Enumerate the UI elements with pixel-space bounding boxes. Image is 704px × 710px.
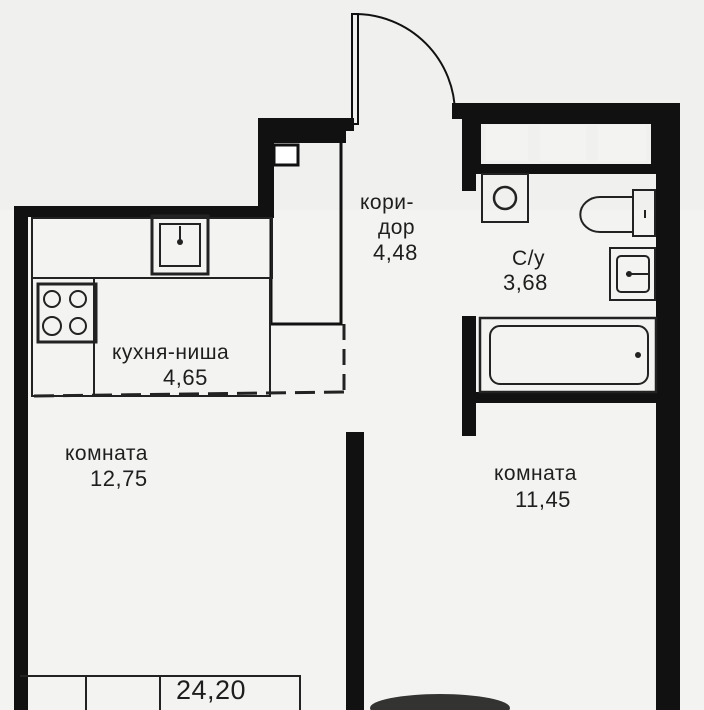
vent-opening: [598, 125, 646, 161]
vent-opening: [486, 125, 528, 161]
door-swing-icon: [351, 13, 456, 125]
kitchen-niche-area: 4,65: [163, 365, 208, 390]
niche-dashed-line: [33, 390, 347, 398]
corridor-name-line2: дор: [378, 216, 416, 239]
wall-corridor-top-left: [258, 118, 354, 131]
bathroom-area: 3,68: [503, 270, 548, 295]
vent-opening: [540, 125, 586, 161]
wall-bath-left-lower: [462, 316, 476, 436]
bathtub-icon: [478, 316, 658, 394]
total-area-box: [20, 675, 301, 710]
obscured-object: [370, 694, 510, 710]
total-area: 24,20: [176, 675, 247, 705]
wall-left-exterior: [14, 206, 28, 710]
stove-icon: [36, 282, 98, 344]
bath-sink-icon: [609, 247, 656, 301]
wall-right-exterior: [656, 103, 680, 710]
wall-partition: [346, 432, 364, 710]
room-right-name: комната: [494, 462, 577, 485]
sink-icon: [150, 214, 210, 276]
vent-frame: [471, 114, 661, 174]
room-left-area: 12,75: [90, 466, 148, 491]
shaft-duct: [272, 143, 300, 167]
washing-machine-icon: [481, 173, 529, 223]
bathroom-name: С/у: [512, 247, 545, 270]
wall-bath-bottom: [470, 392, 660, 403]
room-left-name: комната: [65, 442, 148, 465]
corridor-name-line1: кори-: [360, 191, 415, 214]
kitchen-niche-name: кухня-ниша: [112, 341, 230, 364]
corridor-area: 4,48: [373, 240, 418, 265]
stove-counter: [31, 277, 95, 397]
toilet-icon: [579, 189, 656, 237]
wall-kitchen-top: [14, 206, 274, 217]
room-right-area: 11,45: [515, 487, 571, 512]
bath-vent-openings: [486, 125, 646, 161]
